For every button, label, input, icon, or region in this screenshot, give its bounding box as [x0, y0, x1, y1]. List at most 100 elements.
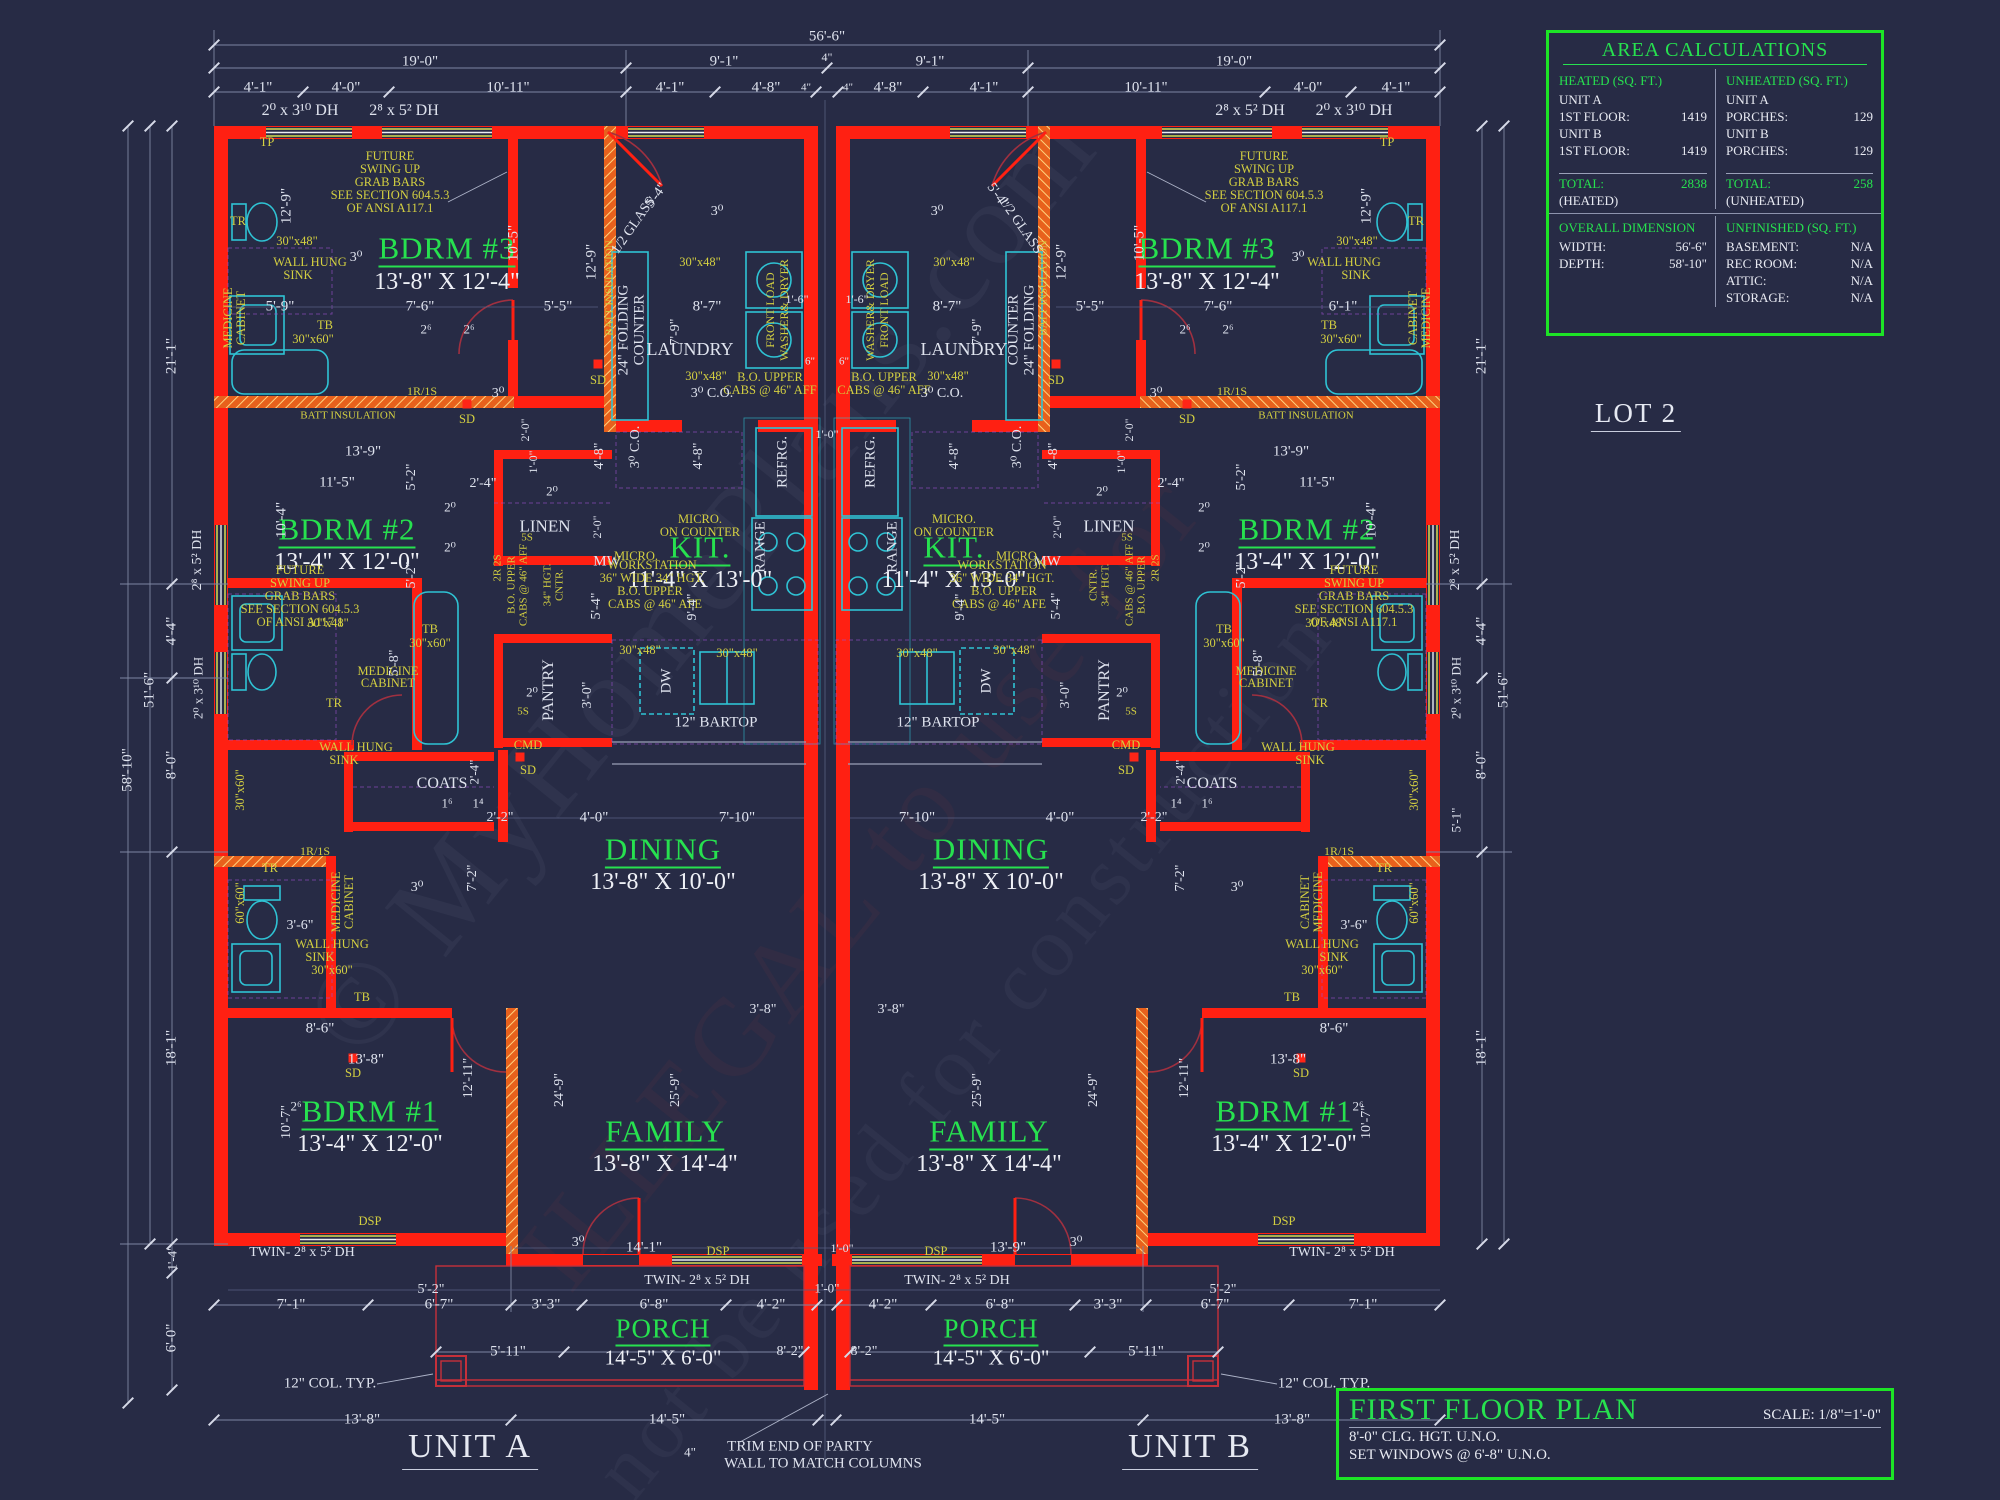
annotation-cabinet: CABINET [1405, 290, 1420, 346]
unheated-unit-a-label: UNIT A [1726, 92, 1769, 107]
annotation-7-1: 7'-1" [1348, 1296, 1378, 1313]
unheated-unit-a-value: 129 [1853, 109, 1874, 124]
annotation-1: 1⁴ [1170, 795, 1182, 811]
annotation-30-x60: 30"x60" [292, 331, 334, 346]
annotation-5-2: 5'-2" [1234, 561, 1249, 589]
annotation-30-x48: 30"x48" [619, 642, 661, 657]
annotation-7-6: 7'-6" [405, 298, 435, 315]
annotation-30-x48: 30"x48" [276, 233, 318, 248]
annotation-7-2: 7'-2" [1173, 864, 1188, 892]
basement-label: BASEMENT: [1726, 239, 1800, 254]
annotation-2: 2⁶ [1222, 321, 1234, 337]
annotation-56-6: 56'-6" [808, 28, 846, 45]
annotation-linen: LINEN [519, 516, 571, 536]
annotation-bdrm-3: BDRM #3 [378, 230, 516, 268]
annotation-cabinet: CABINET [360, 675, 416, 690]
annotation-2-x-3-dh: 2⁰ x 3¹⁰ DH [1448, 656, 1464, 720]
annotation-7-10: 7'-10" [718, 809, 756, 826]
annotation-sd: SD [590, 372, 606, 387]
annotation-2-0: 2'-0" [1122, 418, 1136, 442]
annotation-36-wide-34-hgt: 36" WIDE 34" HGT. [599, 570, 705, 585]
annotation-future: FUTURE [365, 148, 415, 163]
annotation-cabs-46-aff: CABS @ 46" AFF [517, 543, 530, 627]
annotation-10-4: 10'-4" [273, 501, 290, 539]
title-block: FIRST FLOOR PLAN SCALE: 1/8"=1'-0" 8'-0"… [1336, 1388, 1894, 1480]
annotation-4-8: 4'-8" [1046, 442, 1061, 470]
annotation-wall-hung: WALL HUNG [1307, 254, 1381, 269]
annotation-future: FUTURE [275, 562, 325, 577]
annotation-dsp: DSP [924, 1243, 948, 1258]
annotation-24-folding: 24" FOLDING [1021, 284, 1038, 376]
annotation-30-x48: 30"x48" [1336, 233, 1378, 248]
annotation-13-8: 13'-8" [347, 1051, 385, 1068]
annotation-12-col-typ: 12" COL. TYP. [283, 1375, 377, 1392]
annotation-sink: SINK [329, 752, 359, 767]
annotation-micro: MICRO. [931, 511, 977, 526]
smoke-detector-marker [348, 1053, 358, 1063]
annotation-7-1: 7'-1" [276, 1296, 306, 1313]
annotation-porch: PORCH [615, 1315, 711, 1347]
unheated-header: UNHEATED (SQ. FT.) [1726, 73, 1848, 88]
annotation-30-x48: 30"x48" [933, 254, 975, 269]
annotation-5s: 5S [1121, 531, 1133, 544]
annotation-dsp: DSP [706, 1243, 730, 1258]
annotation-swing-up: SWING UP [269, 575, 331, 590]
annotation-swing-up: SWING UP [1323, 575, 1385, 590]
annotation-2: 2⁰ [444, 539, 456, 555]
smoke-detector-marker [1051, 359, 1061, 369]
annotation-4-1: 4'-1" [969, 79, 999, 96]
annotation-58-10: 58'-10" [119, 748, 136, 792]
annotation-4: 4" [801, 81, 811, 94]
annotation-9-4: 9'-4" [685, 593, 700, 621]
annotation-13-4-x-12-0: 13'-4" X 12'-0" [297, 1131, 443, 1157]
annotation-34-hgt: 34" HGT. [1099, 563, 1112, 607]
area-calculations-table: AREA CALCULATIONS HEATED (SQ. FT.) UNIT … [1546, 30, 1884, 336]
annotation-5-2: 5'-2" [417, 1282, 445, 1297]
annotation-cabinet: CABINET [1238, 675, 1294, 690]
annotation-dining: DINING [932, 831, 1050, 869]
annotation-2-x-5-dh: 2⁸ x 5² DH [369, 102, 439, 119]
annotation-sd: SD [459, 411, 475, 426]
annotation-counter: COUNTER [1005, 294, 1022, 366]
annotation-13-8: 13'-8" [343, 1411, 381, 1428]
annotation-12-9: 12'-9" [1358, 187, 1375, 225]
annotation-refrg: REFRG. [862, 435, 879, 489]
annotation-5s: 5S [1125, 705, 1137, 718]
annotation-12-bartop: 12" BARTOP [896, 714, 980, 731]
annotation-tb: TB [1321, 317, 1337, 332]
annotation-b-o-upper: B.O. UPPER [1135, 556, 1148, 614]
annotation-12-9: 12'-9" [1053, 243, 1070, 281]
annotation-pantry: PANTRY [1096, 659, 1113, 721]
annotation-3: 3⁰ [410, 880, 424, 895]
annotation-10-7: 10'-7" [279, 1105, 294, 1139]
annotation-1: 1⁴ [472, 795, 484, 811]
annotation-sd: SD [1118, 762, 1134, 777]
heated-unit-b-value: 1419 [1681, 143, 1707, 158]
annotation-cabs-46-aff: CABS @ 46" AFF [837, 382, 931, 397]
annotation-3-c-o: 3⁰ C.O. [690, 386, 734, 401]
annotation-see-section-604-5-3: SEE SECTION 604.5.3 [1204, 187, 1324, 202]
annotation-24-9: 24'-9" [1086, 1073, 1101, 1107]
annotation-13-8: 13'-8" [1273, 1411, 1311, 1428]
annotation-micro: MICRO. [677, 511, 723, 526]
annotation-cntr: CNTR. [553, 568, 566, 602]
total-heated-value: 2838 [1681, 176, 1707, 191]
annotation-4-0: 4'-0" [331, 79, 361, 96]
annotation-bdrm-2: BDRM #2 [278, 511, 416, 549]
annotation-medicine: MEDICINE [1418, 287, 1433, 349]
annotation-51-6: 51'-6" [1495, 671, 1512, 709]
annotation-4: 4" [821, 50, 833, 64]
annotation-sd: SD [1048, 372, 1064, 387]
annotation-twin-2-x-5-dh: TWIN- 2⁸ x 5² DH [644, 1273, 750, 1288]
annotation-bdrm-1: BDRM #1 [1215, 1093, 1353, 1131]
depth-label: DEPTH: [1559, 256, 1605, 271]
smoke-detector-marker [1296, 1053, 1306, 1063]
annotation-3-3: 3'-3" [531, 1296, 561, 1313]
annotation-tb: TB [1216, 621, 1232, 636]
annotation-linen: LINEN [1083, 516, 1135, 536]
annotation-19-0: 19'-0" [401, 53, 439, 70]
annotation-cmd: CMD [513, 737, 543, 752]
annotation-future: FUTURE [1329, 562, 1379, 577]
